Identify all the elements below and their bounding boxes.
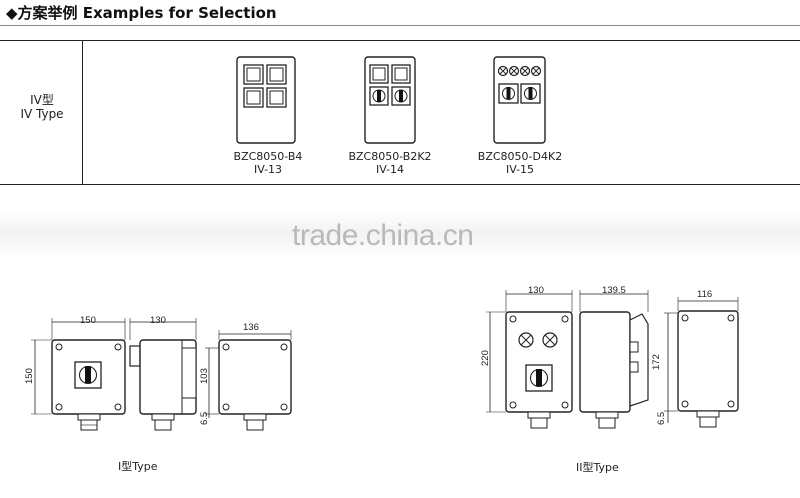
product-b4-drawing [236, 56, 296, 144]
type-label-en: IV Type [20, 107, 64, 121]
product-code: IV-13 [253, 163, 283, 176]
dim-top-width: 136 [243, 322, 259, 333]
type-label-cn: IV型 [30, 93, 54, 107]
product-model: BZC8050-D4K2 [477, 150, 563, 163]
type2-caption: II型Type [576, 461, 619, 474]
section-header: ◆方案举例 Examples for Selection [0, 0, 800, 26]
dim-front-width: 150 [80, 315, 96, 326]
dim-front-width: 130 [528, 285, 544, 296]
product-d4k2-drawing [493, 56, 546, 144]
product-b2k2-drawing [364, 56, 416, 144]
product-code: IV-15 [505, 163, 535, 176]
dim-front-height: 150 [24, 368, 35, 384]
header-divider [0, 25, 800, 26]
type1-front-view [31, 318, 126, 431]
column-divider [82, 41, 83, 184]
dim-top-height: 103 [199, 368, 210, 384]
type2-side-view [579, 290, 649, 429]
product-model: BZC8050-B4 [233, 150, 303, 163]
type1-side-view [129, 318, 197, 431]
dim-gland: 6.5 [656, 411, 667, 425]
product-model: BZC8050-B2K2 [348, 150, 432, 163]
type2-front-view [486, 290, 573, 429]
type1-top-view [205, 330, 292, 431]
dim-gland: 6.5 [199, 411, 210, 425]
product-code: IV-14 [375, 163, 405, 176]
examples-table: IV型 IV Type BZC8050-B4 IV-13 BZC8050-B2K… [0, 40, 800, 185]
type2-top-view [664, 297, 739, 428]
dim-top-width: 116 [697, 289, 713, 300]
dim-top-height: 172 [651, 354, 662, 370]
dim-front-height: 220 [480, 350, 491, 366]
watermark-band [0, 210, 800, 258]
watermark: trade.china.cn [292, 219, 474, 252]
dim-side-width: 139.5 [602, 285, 626, 296]
type1-caption: I型Type [118, 460, 158, 473]
section-title: ◆方案举例 Examples for Selection [6, 4, 277, 22]
dim-side-width: 130 [150, 315, 166, 326]
